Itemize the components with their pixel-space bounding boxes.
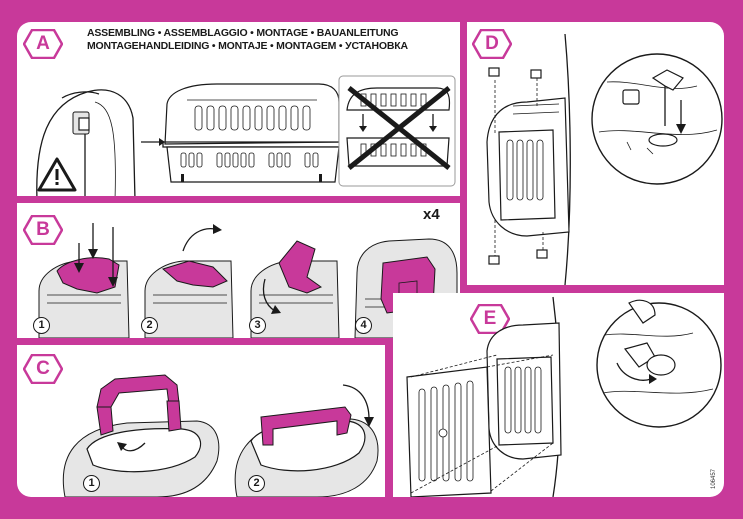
step-number-c1: 1 <box>83 475 100 492</box>
panel-c-illustration <box>62 374 379 497</box>
section-letter-b: B <box>23 215 63 245</box>
section-letter-d: D <box>472 29 512 59</box>
section-letter-b-label: B <box>36 219 50 240</box>
handle-step-1-drawing <box>62 374 220 497</box>
door-mounting-drawing <box>406 296 562 497</box>
panel-e-illustration <box>406 296 722 497</box>
assembling-title: ASSEMBLING • ASSEMBLAGGIO • MONTAGE • BA… <box>87 27 408 53</box>
section-badge-icon <box>472 29 512 59</box>
clip-step-1-drawing <box>38 223 130 338</box>
panel-a: A ASSEMBLING • ASSEMBLAGGIO • MONTAGE • … <box>17 22 460 196</box>
step-number-4: 4 <box>355 317 372 334</box>
panel-d: D <box>467 22 724 285</box>
panel-e: E <box>393 293 724 497</box>
section-badge-icon <box>23 29 63 59</box>
section-letter-c-label: C <box>36 358 50 379</box>
warning-triangle-icon <box>37 157 77 192</box>
title-line-2: MONTAGEHANDLEIDING • MONTAJE • MONTAGEM … <box>87 40 408 52</box>
product-code: 106457 <box>711 468 717 489</box>
repeat-count: x4 <box>423 206 440 223</box>
section-letter-e-label: E <box>483 308 497 329</box>
carrier-door-drawing <box>486 33 571 285</box>
section-badge-icon <box>23 215 63 245</box>
section-letter-a: A <box>23 29 63 59</box>
section-letter-d-label: D <box>485 33 499 54</box>
step-number-1: 1 <box>33 317 50 334</box>
step-number-c2: 2 <box>248 475 265 492</box>
section-badge-icon <box>23 354 63 384</box>
section-letter-a-label: A <box>36 33 50 54</box>
panel-d-illustration <box>486 33 723 285</box>
panel-a-illustration <box>36 75 456 196</box>
handle-step-2-drawing <box>234 384 379 497</box>
wrong-assembly-box <box>338 75 456 187</box>
hinge-detail-circle <box>591 53 723 185</box>
door-hinge-detail-circle <box>596 299 722 428</box>
section-letter-c: C <box>23 354 63 384</box>
clip-step-3-drawing <box>250 240 340 338</box>
step-number-2: 2 <box>141 317 158 334</box>
step-number-3: 3 <box>249 317 266 334</box>
title-line-1: ASSEMBLING • ASSEMBLAGGIO • MONTAGE • BA… <box>87 27 399 39</box>
carrier-assembled-drawing <box>162 83 344 183</box>
clip-step-2-drawing <box>144 224 234 338</box>
cross-icon <box>347 86 451 170</box>
panel-c: C 1 2 <box>17 345 385 497</box>
hinge-closeup-drawing <box>36 89 136 196</box>
